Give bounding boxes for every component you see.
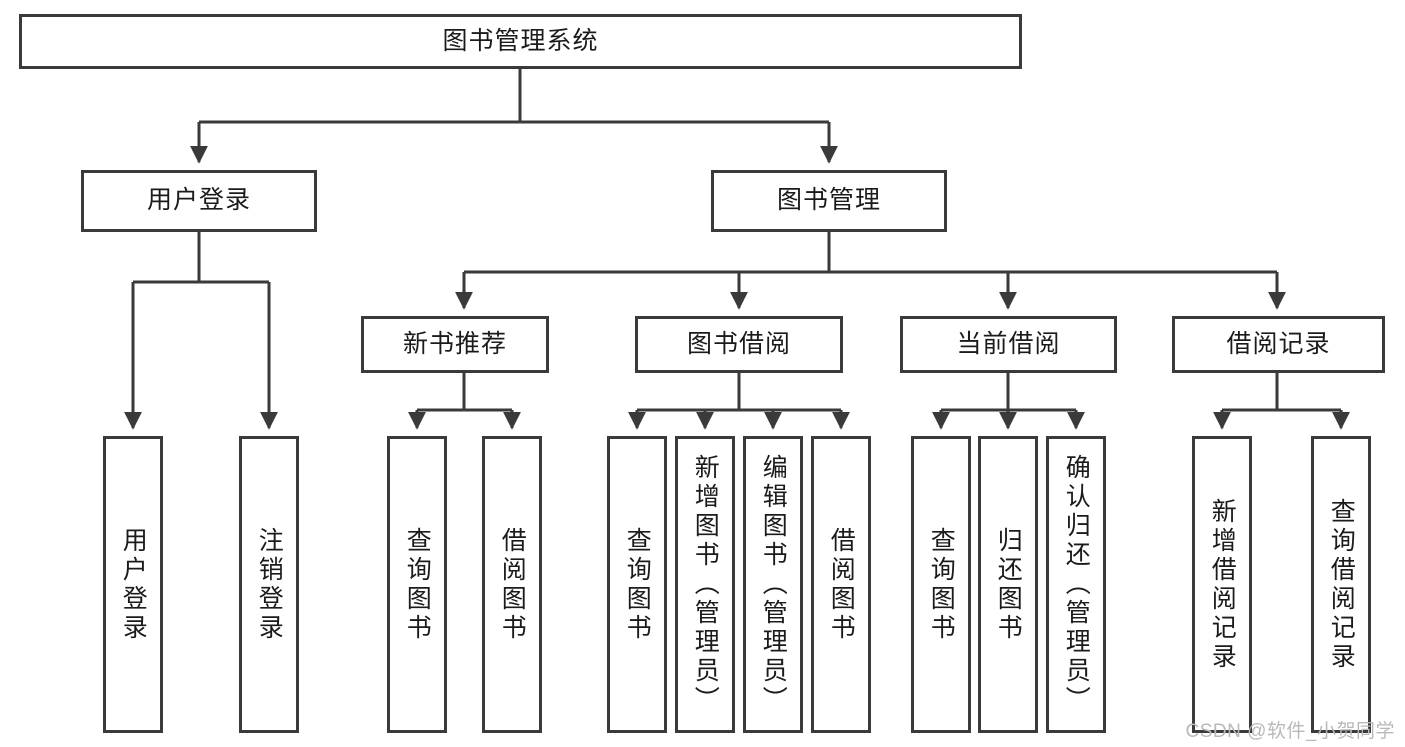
- leaf-add-borrowing-record[interactable]: 新增借阅记录: [1192, 436, 1252, 733]
- node-root-book-management-system[interactable]: 图书管理系统: [19, 14, 1022, 69]
- leaf-confirm-return-admin[interactable]: 确认归还（管理员）: [1046, 436, 1106, 733]
- leaf-query-books-borrowing[interactable]: 查询图书: [607, 436, 667, 733]
- leaf-add-book-admin[interactable]: 新增图书（管理员）: [675, 436, 735, 733]
- node-label: 注销登录: [255, 526, 284, 643]
- node-label: 当前借阅: [956, 329, 1061, 358]
- node-label: 借阅图书: [827, 526, 856, 643]
- node-label: 查询借阅记录: [1327, 497, 1356, 672]
- node-book-management[interactable]: 图书管理: [711, 170, 947, 232]
- node-user-login[interactable]: 用户登录: [81, 170, 317, 232]
- leaf-logout[interactable]: 注销登录: [239, 436, 299, 733]
- node-book-borrowing[interactable]: 图书借阅: [635, 316, 843, 373]
- leaf-borrow-books-borrowing[interactable]: 借阅图书: [811, 436, 871, 733]
- node-label: 归还图书: [994, 526, 1023, 643]
- node-borrowing-records[interactable]: 借阅记录: [1172, 316, 1385, 373]
- node-label: 查询图书: [623, 526, 652, 643]
- leaf-edit-book-admin[interactable]: 编辑图书（管理员）: [743, 436, 803, 733]
- leaf-user-login[interactable]: 用户登录: [103, 436, 163, 733]
- node-label: 确认归还（管理员）: [1062, 454, 1091, 715]
- leaf-borrow-books-new-book[interactable]: 借阅图书: [482, 436, 542, 733]
- leaf-query-books-new-book[interactable]: 查询图书: [387, 436, 447, 733]
- node-label: 新书推荐: [402, 329, 507, 358]
- node-current-borrowing[interactable]: 当前借阅: [900, 316, 1117, 373]
- leaf-query-books-current[interactable]: 查询图书: [911, 436, 971, 733]
- node-label: 用户登录: [119, 526, 148, 643]
- leaf-query-borrowing-record[interactable]: 查询借阅记录: [1311, 436, 1371, 733]
- node-label: 借阅记录: [1226, 329, 1331, 358]
- node-label: 图书管理: [776, 186, 881, 215]
- leaf-return-books[interactable]: 归还图书: [978, 436, 1038, 733]
- node-label: 查询图书: [927, 526, 956, 643]
- node-label: 用户登录: [146, 186, 251, 215]
- node-label: 新增图书（管理员）: [691, 454, 720, 715]
- node-label: 图书管理系统: [442, 26, 599, 55]
- node-new-book-recommendation[interactable]: 新书推荐: [361, 316, 549, 373]
- node-label: 借阅图书: [498, 526, 527, 643]
- node-label: 图书借阅: [686, 329, 791, 358]
- node-label: 查询图书: [403, 526, 432, 643]
- node-label: 新增借阅记录: [1208, 497, 1237, 672]
- node-label: 编辑图书（管理员）: [759, 454, 788, 715]
